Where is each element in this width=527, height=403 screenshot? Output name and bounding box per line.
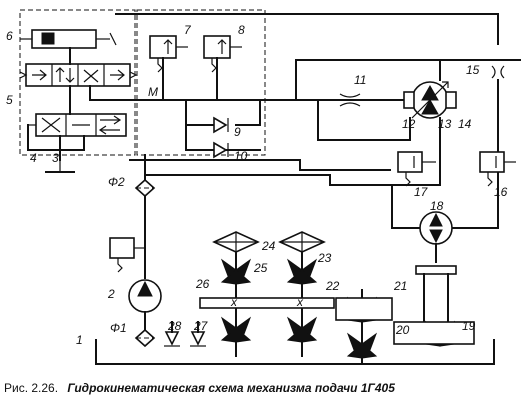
pipe-main-top [115,13,499,45]
hydromotor-13 [403,81,457,119]
label-2: 2 [107,287,115,301]
pressure-valve-16 [479,151,516,187]
pipe-valve-branches [162,57,261,151]
label-5: 5 [6,93,13,107]
label-28: 28 [167,319,182,333]
label-12: 12 [402,117,416,131]
shaft-mark-x1: x [230,295,238,309]
control-panel-right-dashed [136,9,266,156]
distributor-5 [19,63,138,87]
filter-F2 [134,178,156,198]
label-19: 19 [462,319,476,333]
check-valve-27 [190,321,206,347]
gear-train: x x [199,231,475,365]
label-8: 8 [238,23,245,37]
label-24: 24 [261,239,276,253]
throttle-11 [339,93,361,107]
label-4: 4 [30,151,37,165]
label-17: 17 [414,185,429,199]
pipe-panel-left [27,47,139,161]
label-F2: Φ2 [108,175,125,189]
label-25: 25 [253,261,268,275]
label-F1: Φ1 [110,321,127,335]
pipe-right-side [391,79,499,229]
label-15: 15 [466,63,480,77]
distributor-4 [28,113,127,137]
hydromotor-18 [419,211,453,263]
pressure-valve-17 [397,151,436,187]
check-valve-9 [213,116,229,134]
check-valve-10 [213,141,229,159]
figure-title: Гидрокинематическая схема механизма пода… [67,381,395,395]
figure-caption: Рис. 2.26. Гидрокинематическая схема мех… [4,381,523,399]
figure-number: Рис. 2.26. [4,381,59,395]
label-20: 20 [395,323,410,337]
label-16: 16 [494,185,508,199]
label-22: 22 [325,279,340,293]
label-10: 10 [234,149,248,163]
pump-relief-valve [109,237,145,273]
label-1: 1 [76,333,83,347]
label-M: M [148,85,158,99]
label-11: 11 [354,73,366,87]
pipe-upper-return [295,59,521,101]
label-6: 6 [6,29,13,43]
label-7: 7 [184,23,192,37]
check-valve-28 [164,321,180,347]
pipe-to-motor-12 [317,99,411,141]
throttle-15 [491,65,505,79]
pressure-valve-7 [149,35,188,73]
label-3: 3 [52,151,59,165]
label-14: 14 [458,117,472,131]
pipe-cross-lines [129,117,441,186]
label-23: 23 [317,251,332,265]
label-27: 27 [193,319,209,333]
valve-6 [20,29,117,49]
label-18: 18 [430,199,444,213]
label-26: 26 [195,277,210,291]
label-13: 13 [438,117,452,131]
pump-2 [128,279,162,331]
label-21: 21 [393,279,407,293]
shaft-mark-x2: x [296,295,304,309]
tank-1 [95,339,495,365]
label-9: 9 [234,125,241,139]
control-panel-left-dashed [19,9,136,156]
filter-F1 [134,328,156,348]
pressure-valve-8 [203,35,242,73]
